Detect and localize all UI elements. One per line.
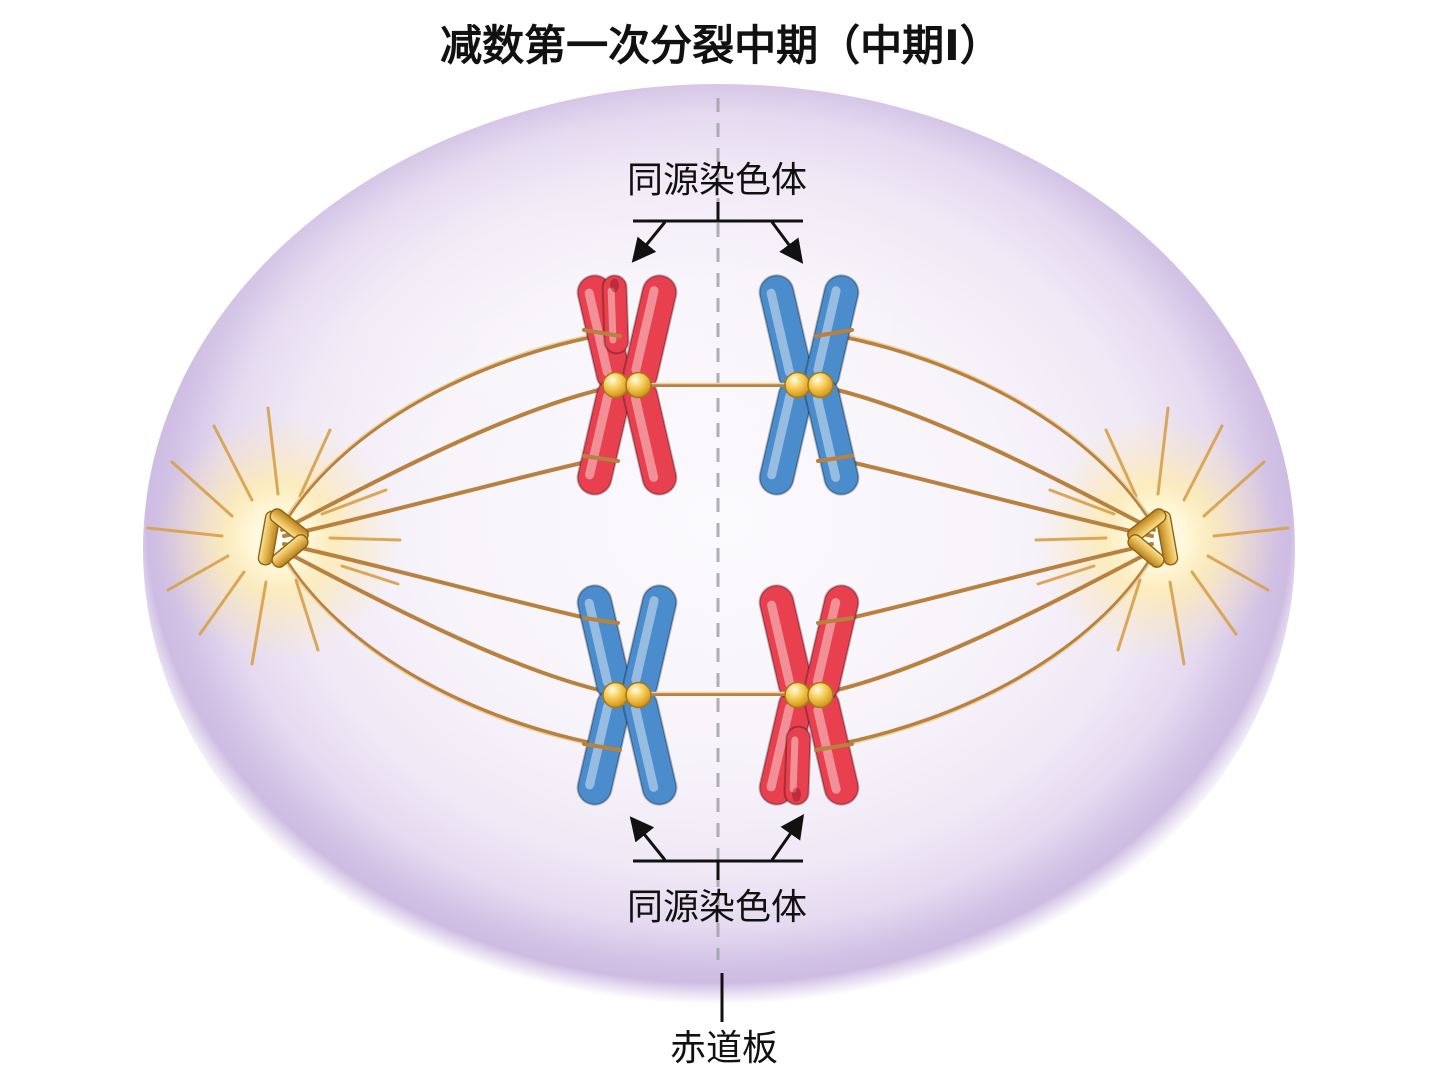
page-title: 减数第一次分裂中期（中期Ⅰ） [440,22,1002,69]
arrow-bracket-bottom [629,814,805,880]
label-equatorial-plate: 赤道板 [670,1027,778,1068]
label-homologous-top: 同源染色体 [627,159,807,200]
arrow-bracket-top [631,202,804,264]
label-homologous-bottom: 同源染色体 [627,886,807,927]
